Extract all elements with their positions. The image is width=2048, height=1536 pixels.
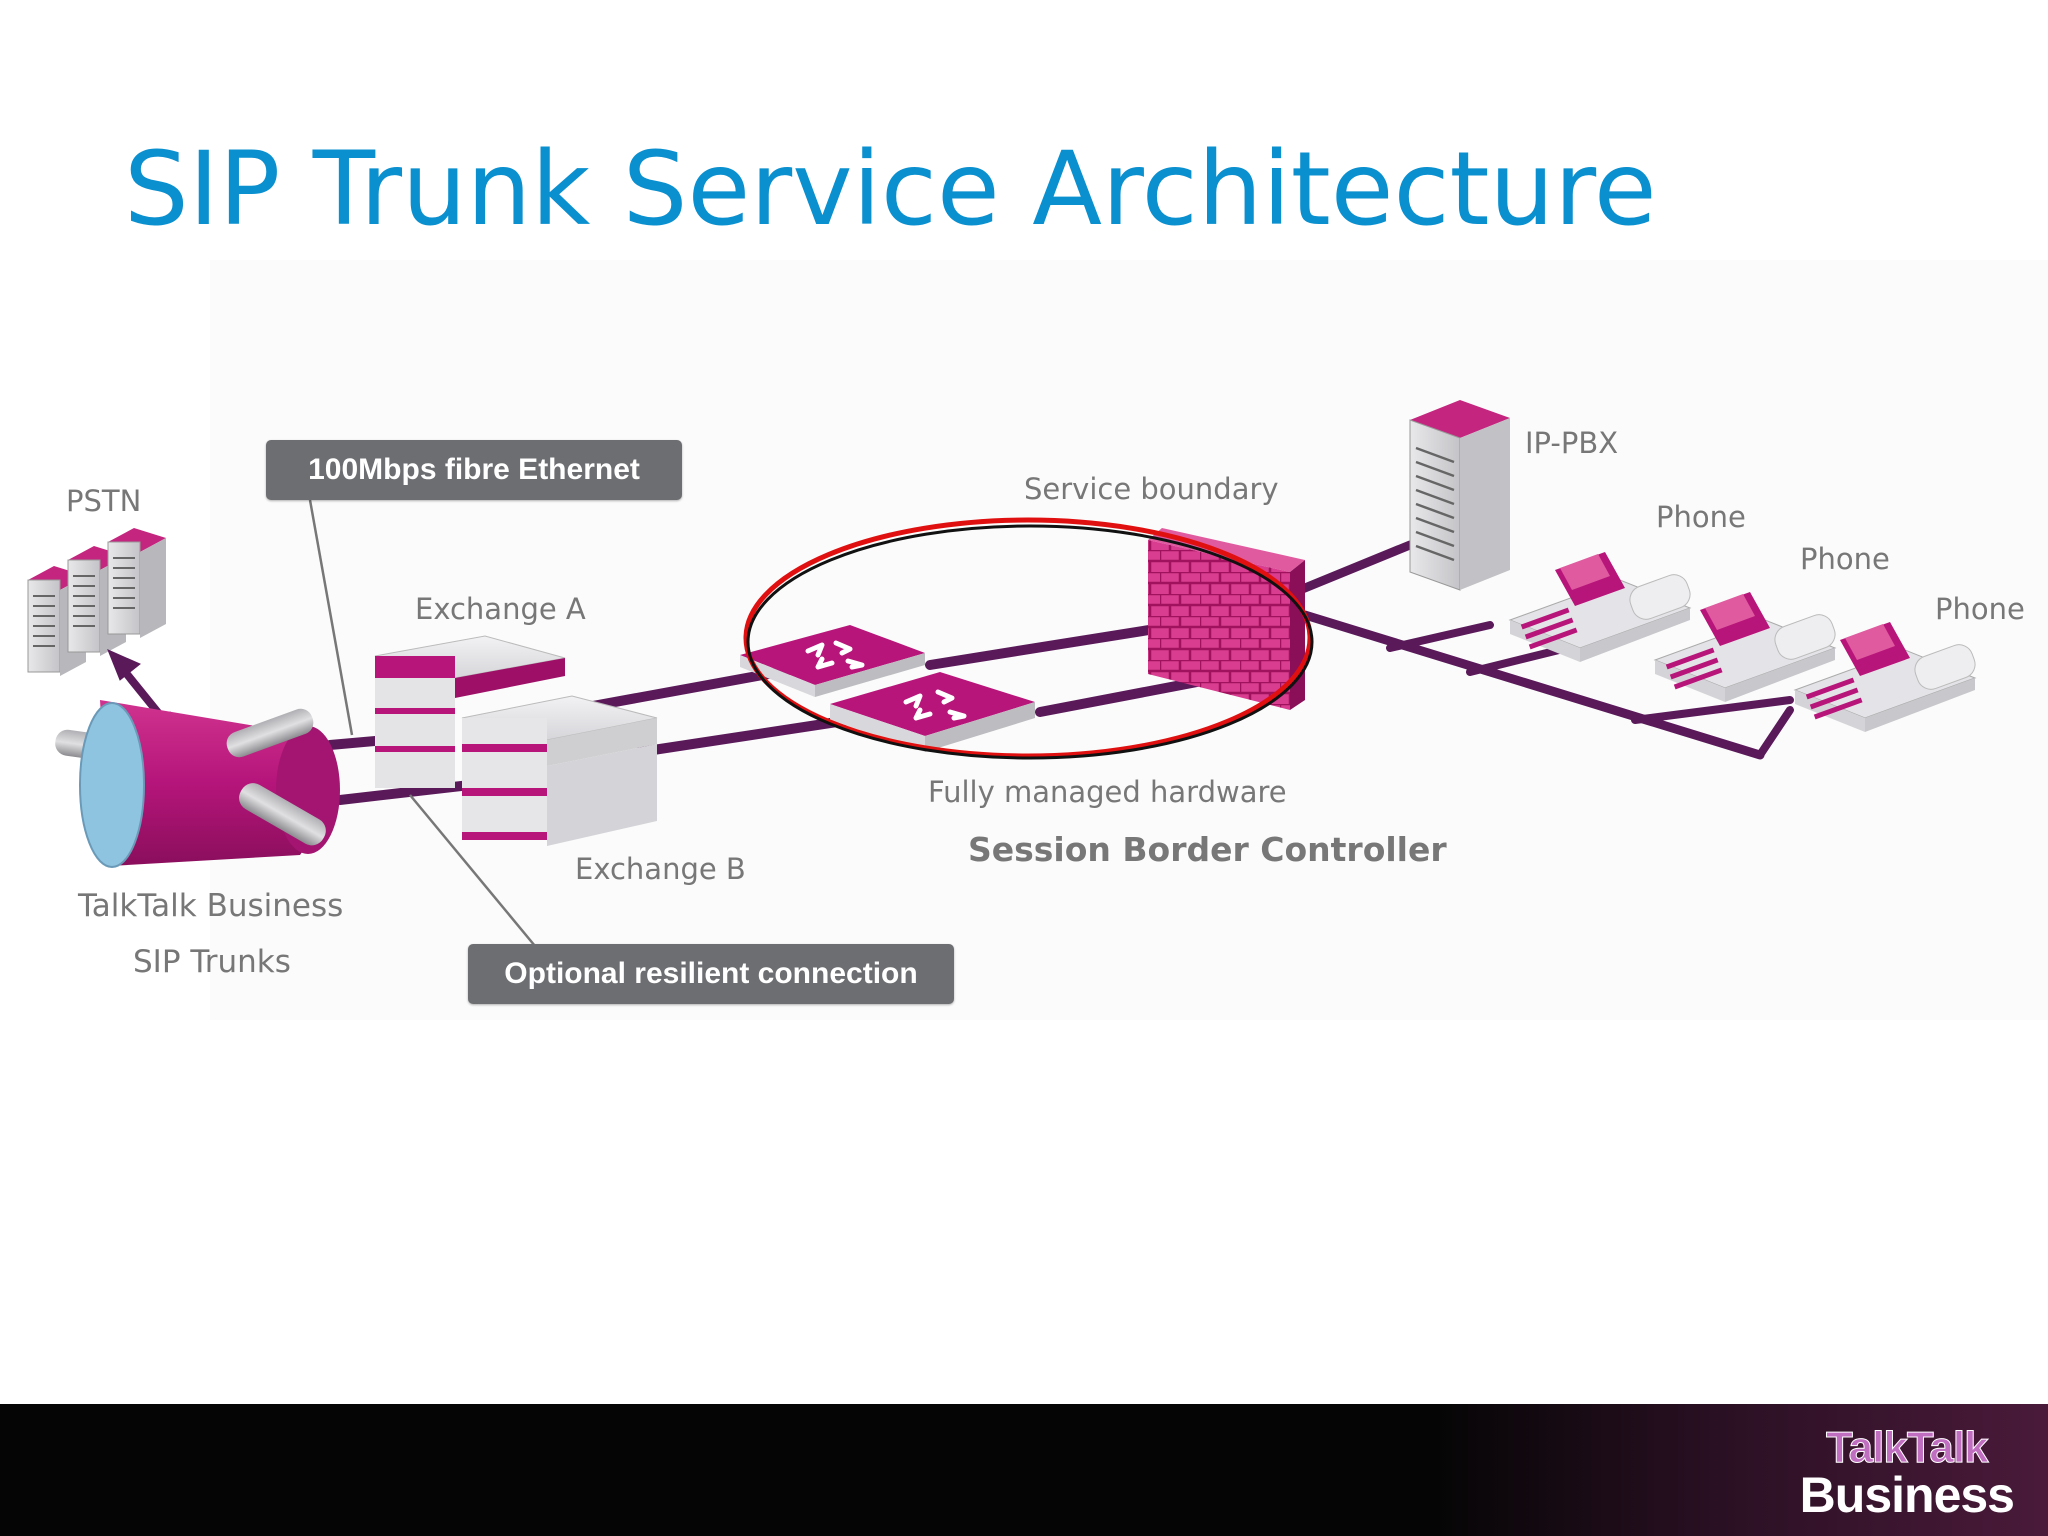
- phone-icon: [1653, 592, 1837, 702]
- exchange-a-label: Exchange A: [415, 592, 586, 626]
- pstn-server-icon: [27, 528, 166, 676]
- phone-label-2: Phone: [1800, 542, 1890, 576]
- sbc-highlight-ellipse: [743, 517, 1314, 760]
- network-links: [325, 540, 1794, 805]
- exchange-b-icon: [461, 695, 658, 846]
- talktalk-business-logo: TalkTalk Business: [1799, 1423, 2015, 1523]
- phone-icon: [1508, 552, 1692, 662]
- logo-top-text: TalkTalk: [1826, 1423, 1990, 1472]
- service-boundary-label: Service boundary: [1024, 472, 1279, 506]
- phone-label-1: Phone: [1656, 500, 1746, 534]
- pstn-label: PSTN: [66, 484, 142, 518]
- resilient-connection-callout: Optional resilient connection: [468, 944, 954, 1004]
- phone-label-3: Phone: [1935, 592, 2025, 626]
- fibre-ethernet-callout: 100Mbps fibre Ethernet: [266, 440, 682, 500]
- session-border-controller-label: Session Border Controller: [968, 830, 1447, 869]
- fully-managed-label: Fully managed hardware: [928, 775, 1287, 809]
- footer-bar: [0, 1404, 2048, 1536]
- ip-pbx-label: IP-PBX: [1525, 426, 1619, 460]
- callout-leaders: [308, 499, 536, 947]
- logo-bottom-text: Business: [1799, 1467, 2015, 1523]
- sip-trunks-label-line1: TalkTalk Business: [78, 888, 344, 924]
- architecture-diagram: [27, 400, 1977, 947]
- page-title: SIP Trunk Service Architecture: [124, 130, 1657, 249]
- exchange-b-label: Exchange B: [575, 852, 746, 886]
- router-icon: [740, 625, 925, 697]
- exchange-a-icon: [374, 635, 566, 788]
- sip-trunks-label-line2: SIP Trunks: [133, 944, 291, 980]
- router-icon: [830, 672, 1035, 752]
- sip-trunks-cylinder-icon: [55, 700, 340, 868]
- ip-pbx-server-icon: [1409, 400, 1510, 591]
- phone-icon: [1793, 622, 1977, 732]
